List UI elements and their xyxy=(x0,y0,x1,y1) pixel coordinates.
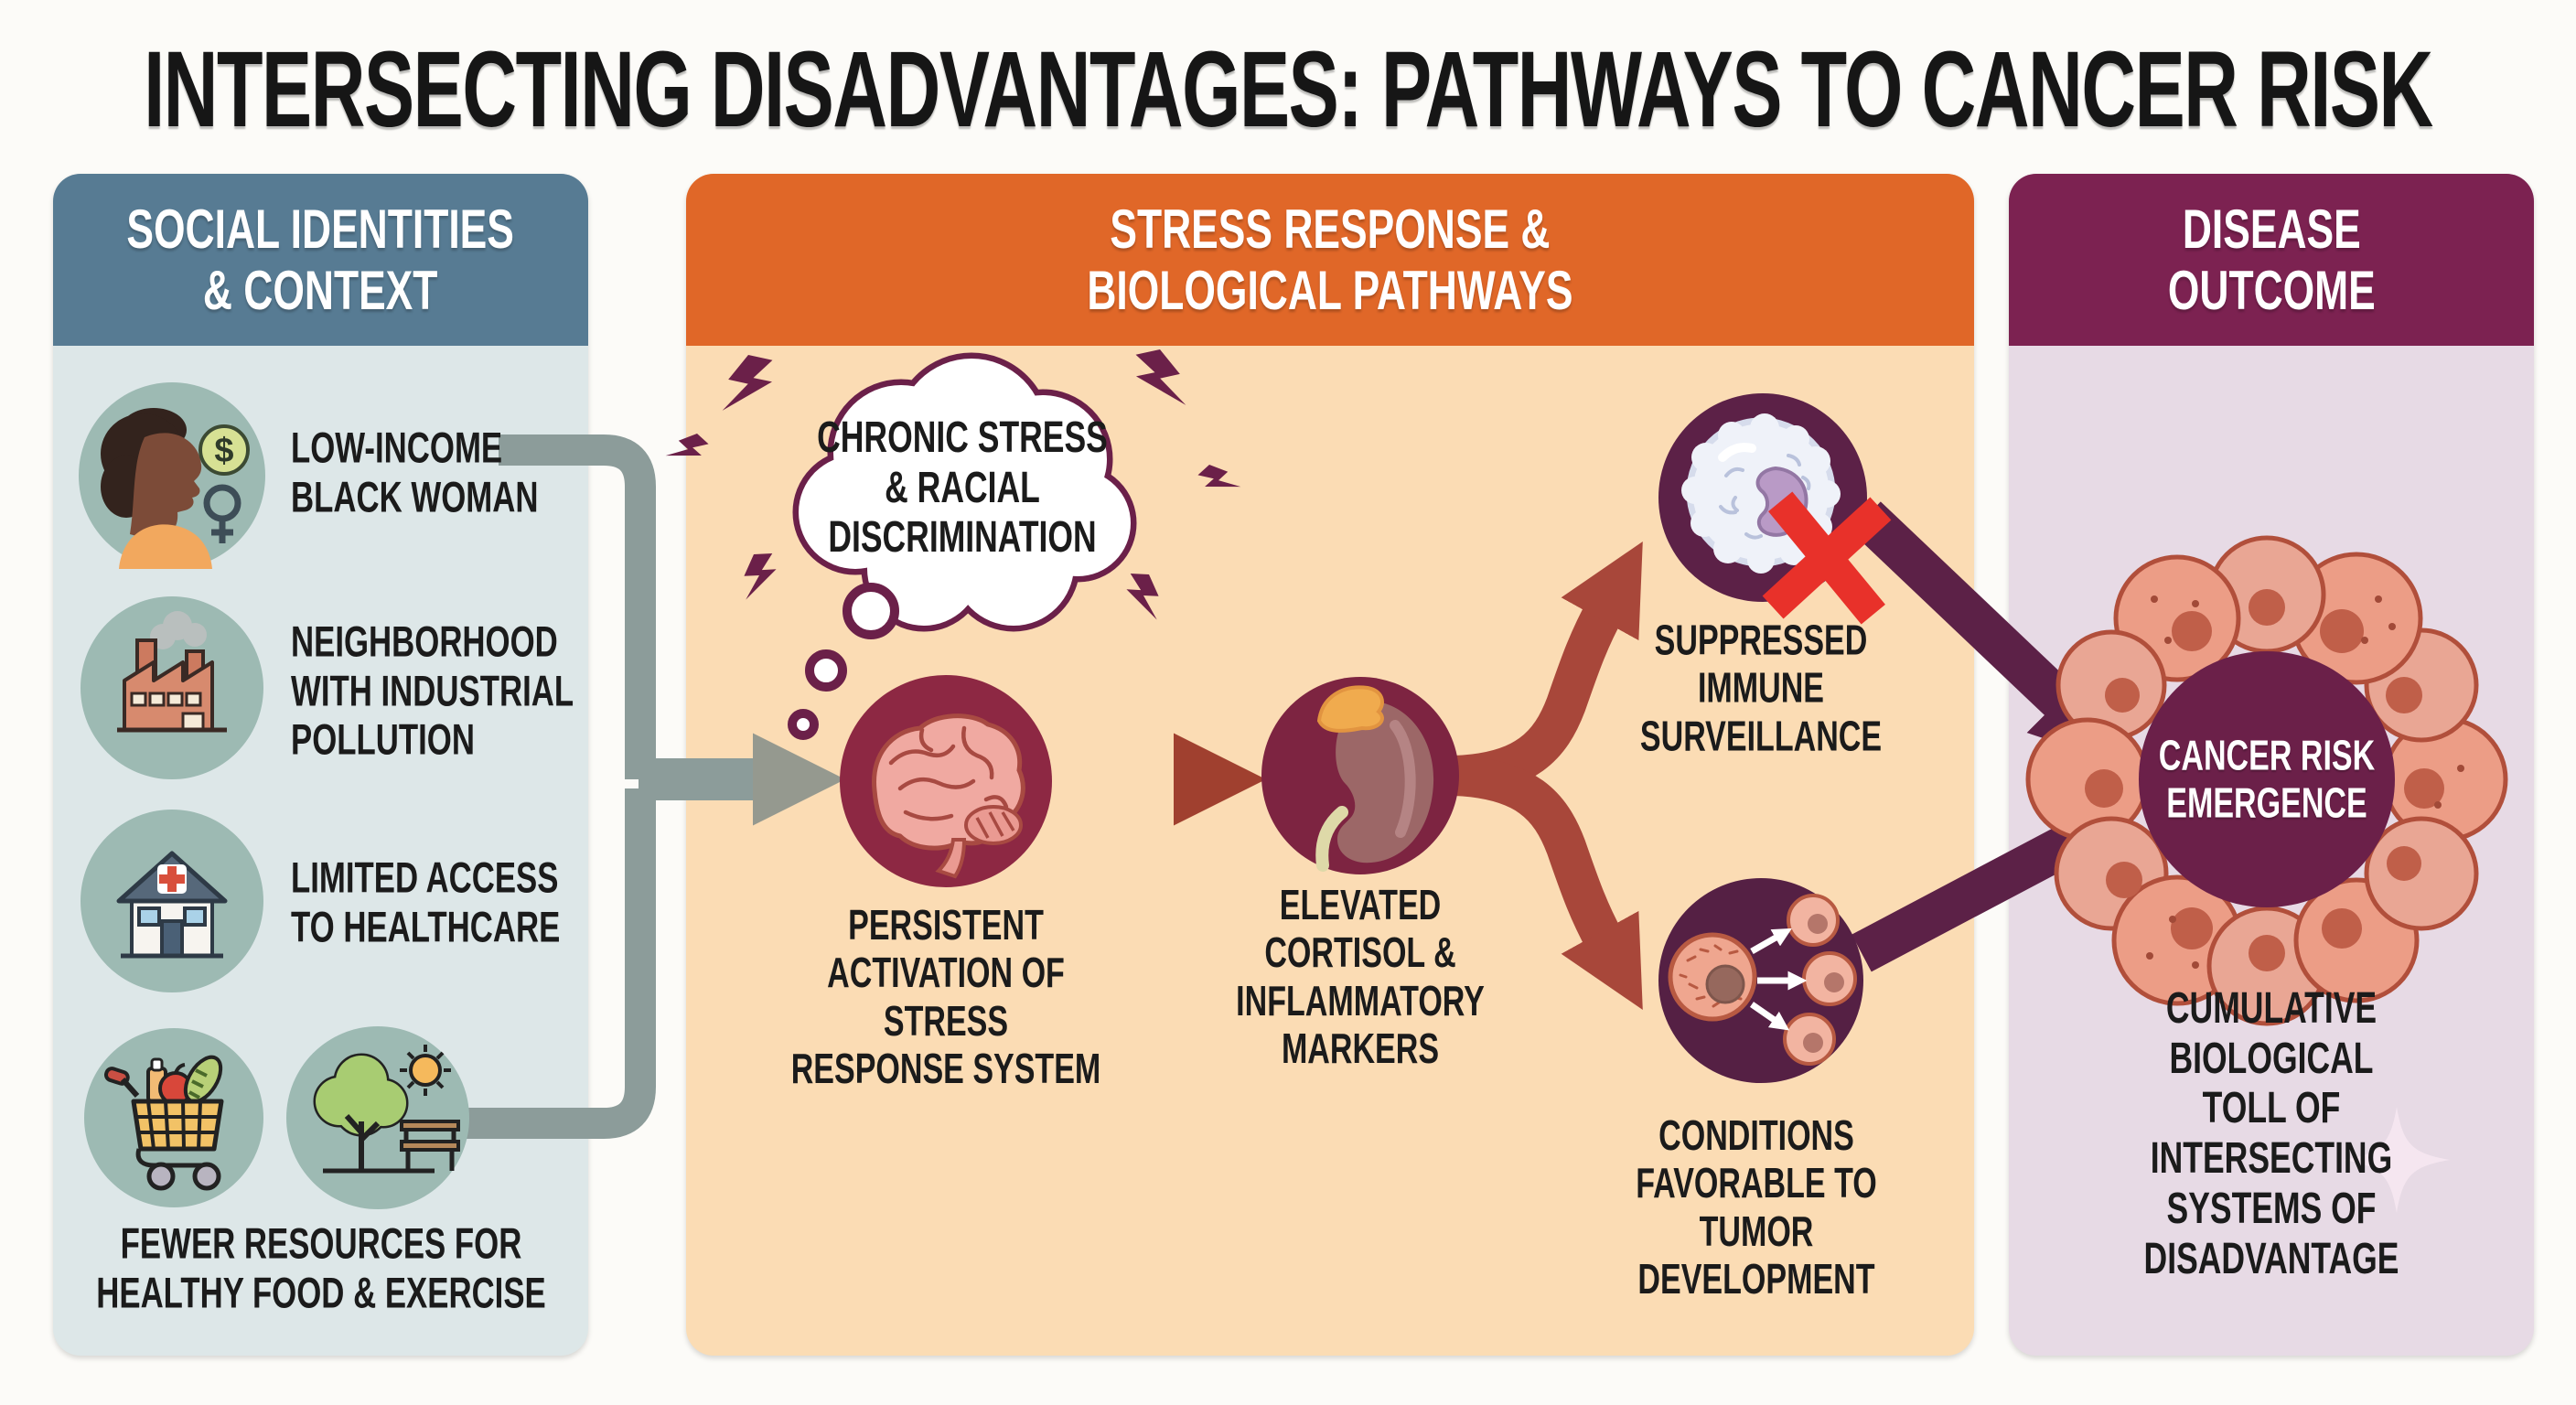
kidney-split-arrow xyxy=(1453,541,1643,1011)
kidney-node xyxy=(1261,677,1459,874)
label-elevated-cortisol: ELEVATED CORTISOL & INFLAMMATORY MARKERS xyxy=(1236,881,1485,1073)
smoke-puffs xyxy=(150,611,207,649)
label-neighborhood-pollution: NEIGHBORHOOD WITH INDUSTRIAL POLLUTION xyxy=(291,617,574,764)
immune-to-cancer-arrow xyxy=(1852,501,2080,722)
tree-trunk xyxy=(344,1114,381,1171)
tumor-development-node xyxy=(1658,878,1863,1083)
thought-bubbles xyxy=(788,583,899,740)
label-cancer-risk-emergence: CANCER RISK EMERGENCE xyxy=(2158,731,2376,827)
cancer-core-circle xyxy=(2139,651,2395,907)
brain-icon xyxy=(872,713,1025,879)
factory-pollution-icon xyxy=(80,596,263,779)
label-persistent-activation: PERSISTENT ACTIVATION OF STRESS RESPONSE… xyxy=(790,901,1101,1093)
label-limited-healthcare: LIMITED ACCESS TO HEALTHCARE xyxy=(291,853,561,950)
dividing-tumor-cells-icon xyxy=(1668,894,1857,1066)
adrenal-gland xyxy=(1316,685,1384,733)
healthcare-clinic-icon xyxy=(80,810,263,992)
ureter xyxy=(1315,806,1348,872)
label-fewer-resources: FEWER RESOURCES FOR HEALTHY FOOD & EXERC… xyxy=(96,1218,546,1316)
tumor-cell xyxy=(2364,816,2479,931)
tumor-cell-cluster-icon xyxy=(2025,535,2508,1026)
label-tumor-conditions: CONDITIONS FAVORABLE TO TUMOR DEVELOPMEN… xyxy=(1636,1111,1877,1303)
label-cumulative-toll: CUMULATIVE BIOLOGICAL TOLL OF INTERSECTI… xyxy=(2143,983,2399,1283)
stress-to-outcome-arrows xyxy=(1852,501,2143,972)
cell-speckles xyxy=(2146,595,2464,969)
outcome-panel-header-label: DISEASE OUTCOME xyxy=(2167,198,2376,321)
social-panel-header-label: SOCIAL IDENTITIES & CONTEXT xyxy=(126,198,515,321)
label-suppressed-immune: SUPPRESSED IMMUNE SURVEILLANCE xyxy=(1639,616,1883,760)
medical-cross-icon xyxy=(159,866,185,892)
bench-icon xyxy=(400,1120,460,1171)
label-low-income-black-woman: LOW-INCOME BLACK WOMAN xyxy=(291,423,539,520)
woman-avatar xyxy=(101,408,212,569)
brain-node xyxy=(840,675,1052,887)
outcome-panel-header: DISEASE OUTCOME xyxy=(2009,174,2534,346)
division-arrows xyxy=(1750,928,1808,1031)
label-chronic-stress-cloud: CHRONIC STRESS & RACIAL DISCRIMINATION xyxy=(817,413,1108,563)
park-tree-bench-sun-icon xyxy=(286,1026,469,1209)
dollar-sign: $ xyxy=(214,432,233,470)
social-panel-header: SOCIAL IDENTITIES & CONTEXT xyxy=(53,174,588,346)
social-to-stress-connector xyxy=(439,434,846,1139)
red-x-icon xyxy=(1762,491,1892,625)
page-title: INTERSECTING DISADVANTAGES: PATHWAYS TO … xyxy=(144,29,2433,150)
stress-panel-header: STRESS RESPONSE & BIOLOGICAL PATHWAYS xyxy=(686,174,1974,346)
kidney-adrenal-icon xyxy=(1315,685,1434,872)
grocery-cart-icon xyxy=(84,1028,263,1207)
woman-profile-dollar-female-icon: $ xyxy=(79,382,265,569)
sun-icon xyxy=(400,1045,451,1096)
tumor-to-cancer-arrow xyxy=(1852,824,2079,972)
female-symbol-icon xyxy=(203,484,242,543)
dollar-coin-icon: $ xyxy=(199,424,250,476)
sparkle-icon xyxy=(2344,1107,2450,1213)
stress-panel-header-label: STRESS RESPONSE & BIOLOGICAL PATHWAYS xyxy=(1087,198,1573,321)
